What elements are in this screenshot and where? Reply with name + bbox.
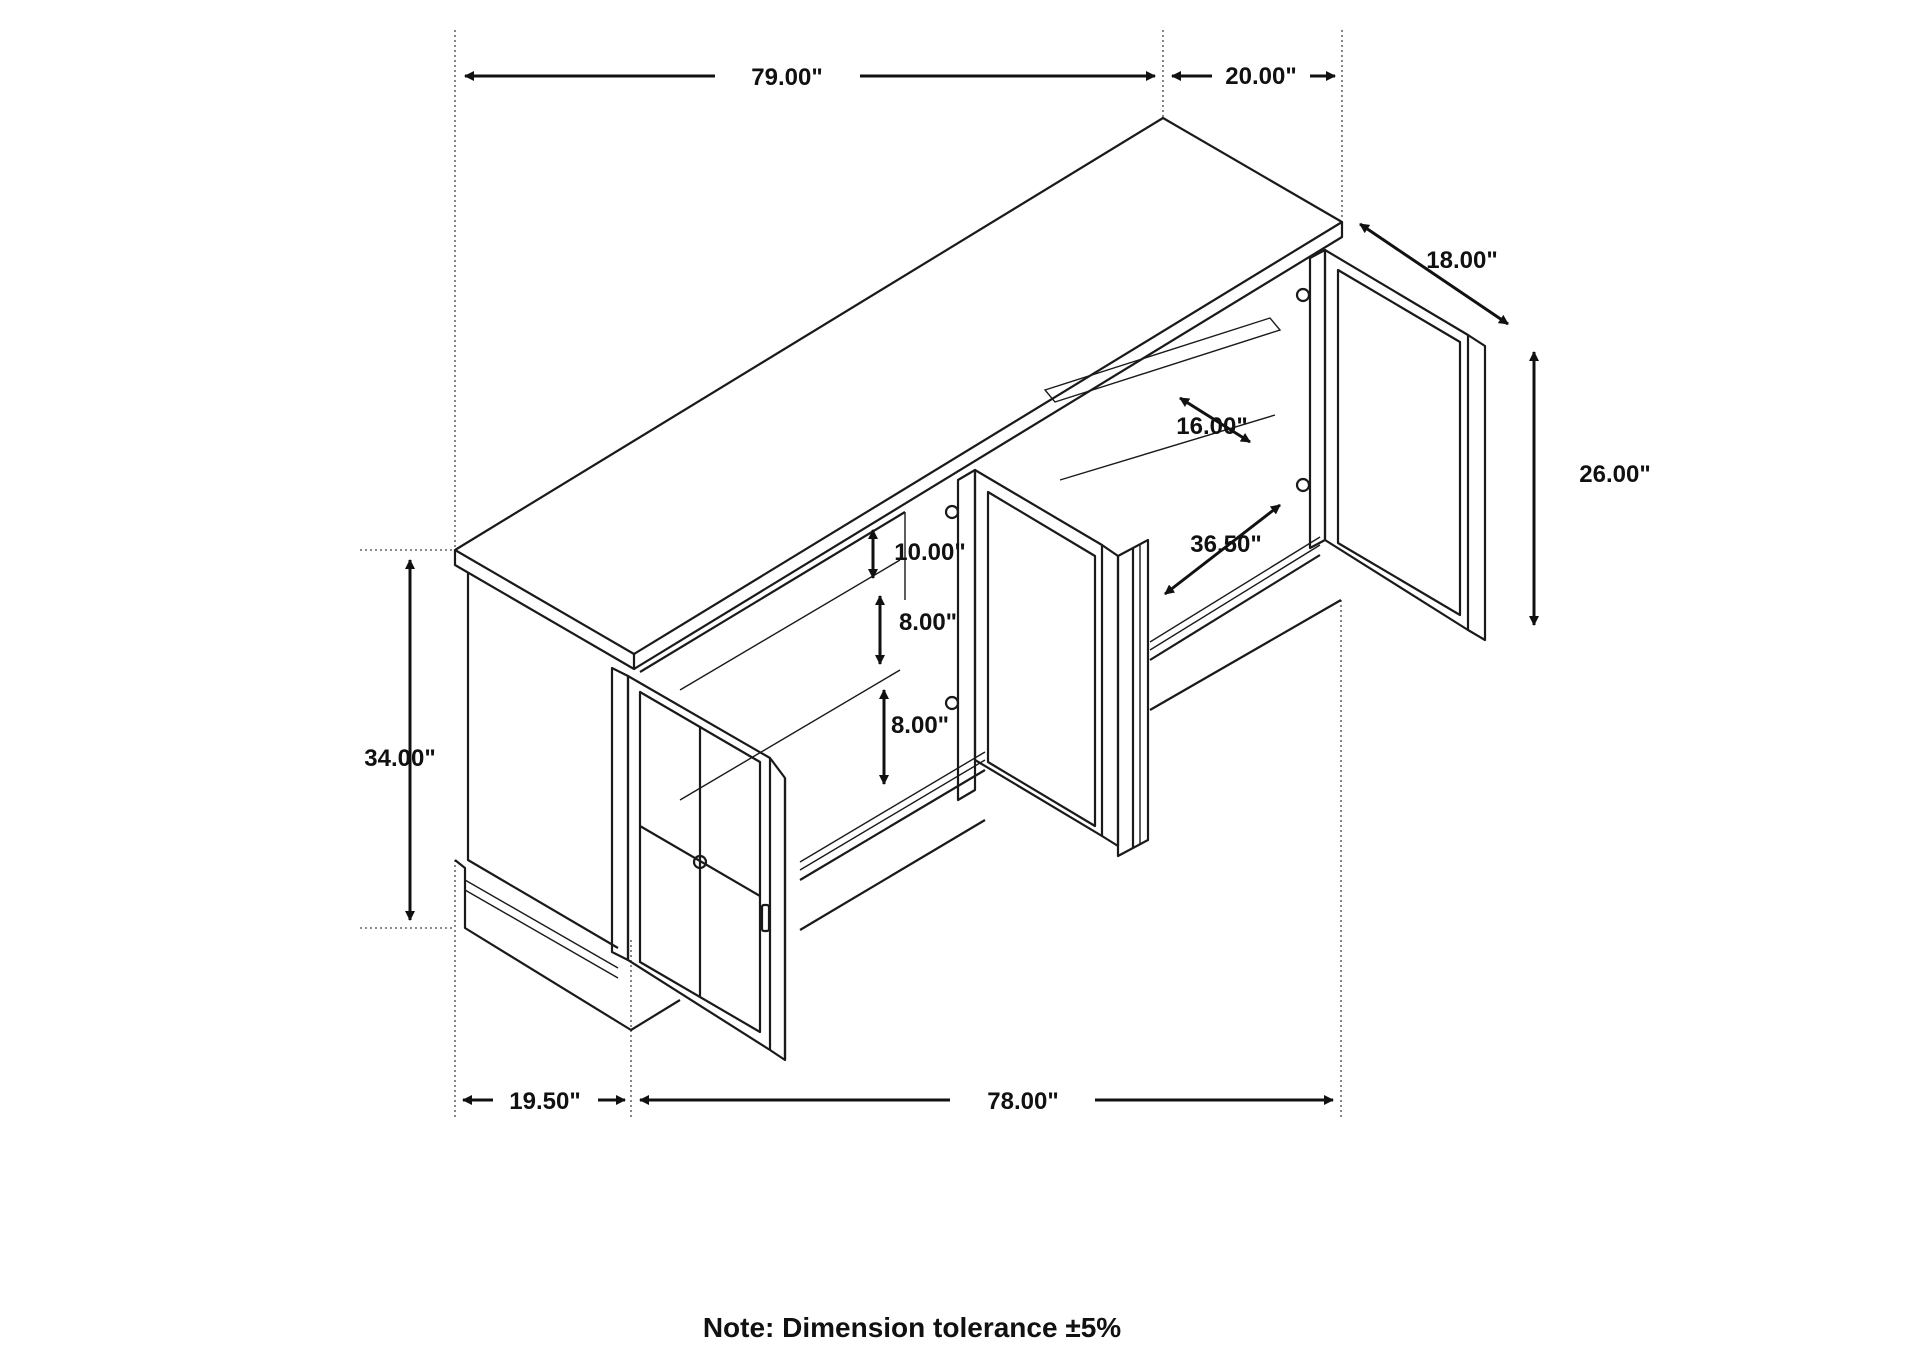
cabinet-plinth-left <box>454 859 681 1032</box>
extension-lines <box>360 30 1343 1120</box>
left-door <box>610 666 787 1062</box>
label-overall-height: 34.00" <box>364 745 435 772</box>
dimension-labels: 79.00" 20.00" 18.00" 26.00" 16.00" 36.50… <box>364 63 1650 1115</box>
label-middle-spacing: 8.00" <box>899 609 957 636</box>
middle-left-door <box>944 468 1120 848</box>
label-top-depth: 20.00" <box>1225 63 1296 90</box>
label-upper-spacing: 10.00" <box>894 539 965 566</box>
arrow-opening-width <box>1164 503 1281 596</box>
label-side-depth: 18.00" <box>1426 247 1497 274</box>
shelf-upper <box>679 559 901 691</box>
middle-right-door <box>1116 538 1150 858</box>
tolerance-note: Note: Dimension tolerance ±5% <box>703 1312 1121 1343</box>
label-overall-width: 79.00" <box>751 64 822 91</box>
label-base-depth: 19.50" <box>509 1088 580 1115</box>
right-door <box>1295 248 1487 642</box>
cabinet-drawing <box>453 116 1487 1062</box>
label-base-width: 78.00" <box>987 1088 1058 1115</box>
door-handle <box>760 903 771 933</box>
label-shelf-depth: 16.00" <box>1176 413 1247 440</box>
cabinet-left-side <box>466 572 619 949</box>
label-door-height: 26.00" <box>1579 461 1650 488</box>
arrow-side-depth <box>1359 222 1509 326</box>
label-lower-spacing: 8.00" <box>891 712 949 739</box>
label-opening-width: 36.50" <box>1190 531 1261 558</box>
cabinet-top <box>453 116 1344 656</box>
shelf-right-upper <box>1043 317 1282 403</box>
arrow-shelf-depth <box>1179 396 1251 444</box>
shelf-lower <box>679 669 901 801</box>
dimension-arrows <box>405 71 1539 1105</box>
